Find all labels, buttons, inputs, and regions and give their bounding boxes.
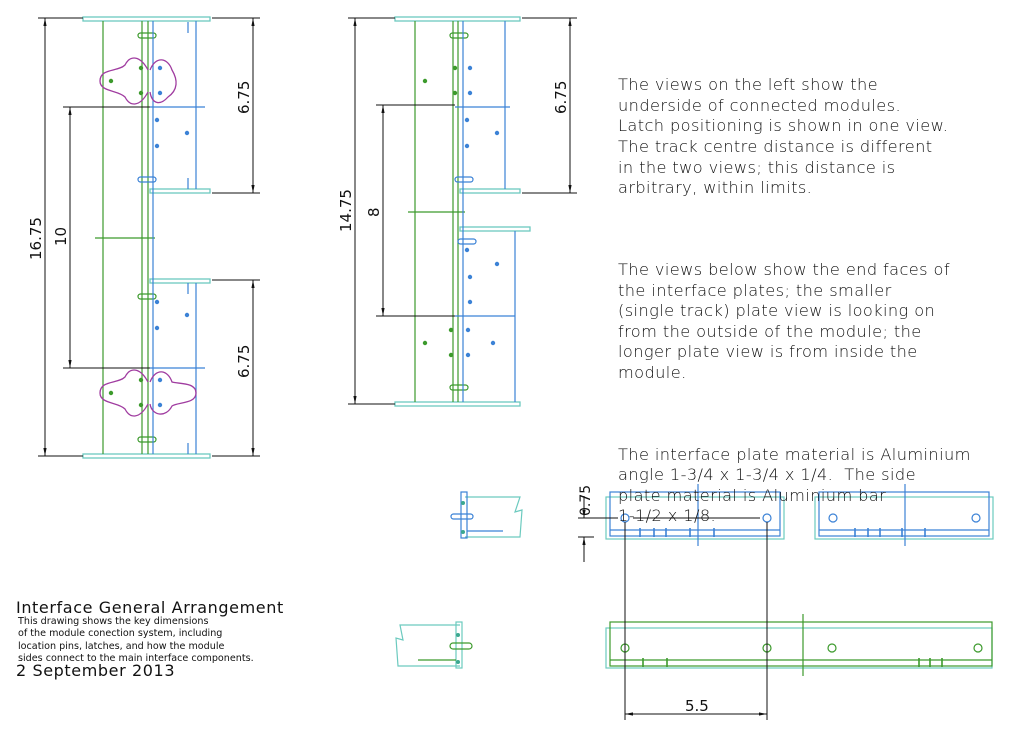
interface-plate-long	[605, 614, 993, 676]
dim-16-75: 16.75	[27, 217, 45, 260]
interface-plate-single-2	[814, 484, 994, 546]
dim-10: 10	[52, 227, 70, 246]
note-materials: The interface plate material is Aluminiu…	[618, 444, 971, 526]
drawing-date: 2 September 2013	[16, 661, 176, 680]
latch-outline	[99, 57, 197, 417]
title-block: Interface General Arrangement 2 Septembe…	[16, 555, 284, 702]
dimension-lines-view-1	[38, 17, 260, 457]
end-face-detail-small-green	[395, 621, 473, 669]
dim-6-75-top: 6.75	[235, 81, 253, 114]
dimension-lines-view-2	[348, 17, 577, 405]
underside-view-1: 16.75 10 6.75 6.75	[27, 16, 260, 459]
dim-6-75-bottom: 6.75	[235, 345, 253, 378]
drawing-title: Interface General Arrangement	[16, 598, 284, 617]
dim-6-75-view2: 6.75	[552, 81, 570, 114]
drawing-description: This drawing shows the key dimensions of…	[18, 616, 254, 665]
dim-0-75: 0.75	[578, 485, 594, 516]
dim-8: 8	[365, 207, 383, 217]
dim-14-75: 14.75	[337, 189, 355, 232]
dim-5-5: 5.5	[685, 697, 709, 715]
note-views-left: The views on the left show the underside…	[618, 75, 949, 198]
underside-view-2: 14.75 8 6.75	[337, 16, 577, 407]
end-face-detail-small	[450, 491, 523, 539]
notes-block: The views on the left show the underside…	[618, 34, 971, 568]
note-views-below: The views below show the end faces of th…	[618, 259, 950, 382]
dimension-lines-end-faces	[578, 496, 768, 720]
